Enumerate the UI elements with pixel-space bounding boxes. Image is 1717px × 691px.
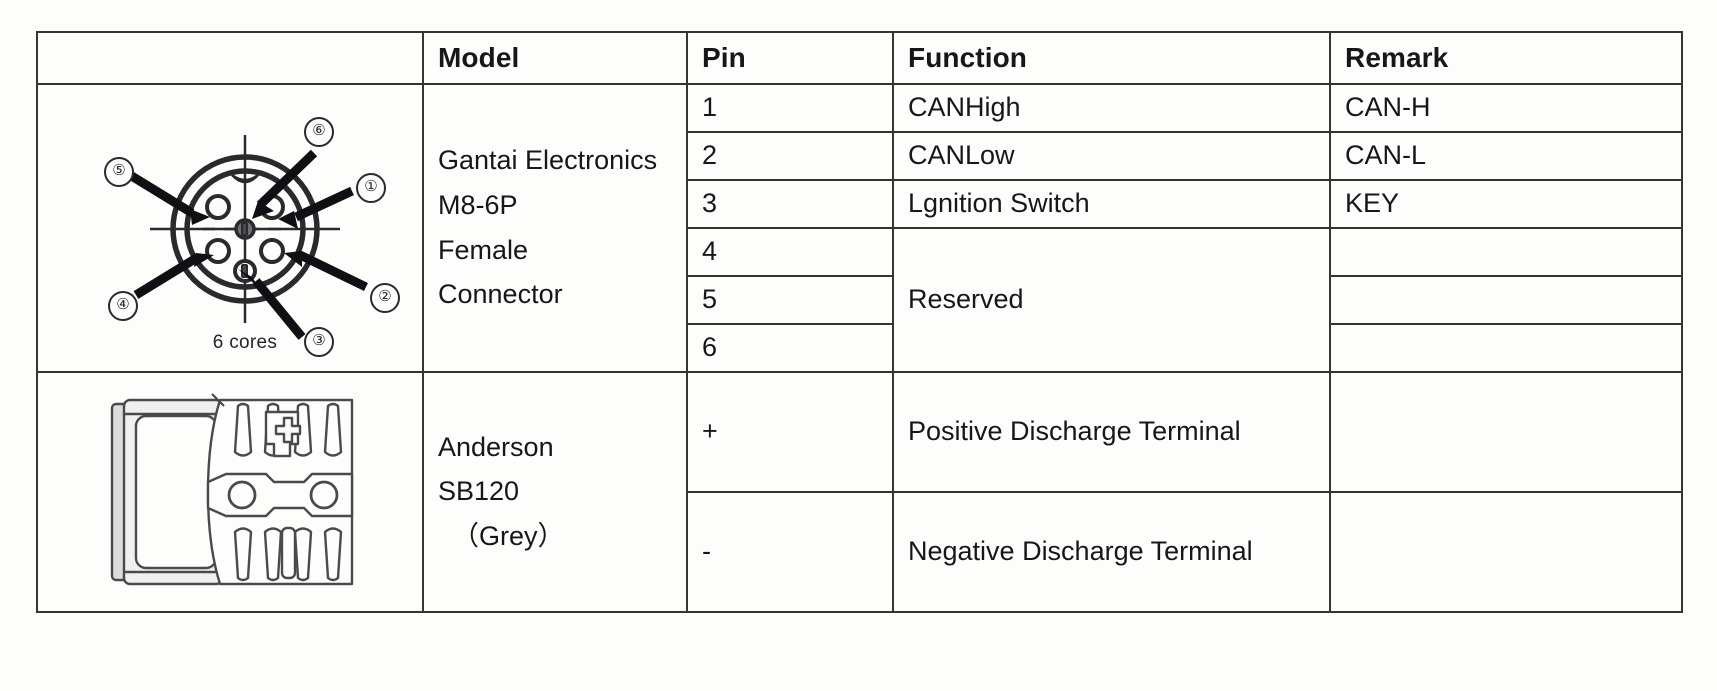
model-line-3: Female	[438, 234, 529, 265]
table-row: 6	[37, 323, 1683, 373]
function-value: Negative Discharge Terminal	[892, 491, 1331, 613]
connector-specification-table: Model Pin Function Remark	[36, 31, 1683, 613]
model-line-1: Gantai Electronics	[438, 145, 658, 176]
remark-value: KEY	[1329, 179, 1683, 229]
model-line-2: M8-6P	[438, 189, 518, 220]
remark-value: CAN-L	[1329, 131, 1683, 181]
pin-hole-5	[205, 194, 231, 220]
table-header-row: Model Pin Function Remark	[36, 31, 1683, 85]
callout-2: ②	[370, 283, 400, 313]
pin-value: 3	[686, 179, 894, 229]
pin-value: 4	[686, 227, 894, 277]
model-line-3: （Grey）	[452, 520, 565, 551]
remark-value: CAN-H	[1329, 83, 1683, 133]
callout-4: ④	[108, 291, 138, 321]
column-header-image	[36, 31, 424, 85]
model-line-4: Connector	[438, 279, 563, 310]
m8-connector-svg	[127, 135, 368, 340]
model-line-1: Anderson	[438, 431, 554, 462]
function-value: CANLow	[892, 131, 1331, 181]
callout-3: ③	[304, 327, 334, 357]
remark-value	[1329, 371, 1683, 493]
model-cell-m8: Gantai Electronics M8-6P Female Connecto…	[422, 83, 688, 373]
remark-value	[1329, 275, 1683, 325]
model-text-block: Gantai Electronics M8-6P Female Connecto…	[438, 143, 672, 313]
remark-value	[1329, 227, 1683, 277]
column-header-remark: Remark	[1329, 31, 1683, 85]
bolt-hole-right	[309, 480, 339, 510]
m8-diagram-caption: 6 cores	[212, 331, 278, 353]
callout-5: ⑤	[104, 157, 134, 187]
column-header-model: Model	[422, 31, 688, 85]
pin-value: 1	[686, 83, 894, 133]
anderson-sb120-svg	[110, 393, 354, 586]
column-header-pin: Pin	[686, 31, 894, 85]
m8-6p-connector-diagram: ⑥ ① ② ③ ④ ⑤ 6 cores	[52, 95, 438, 361]
table-row: 3 Lgnition Switch KEY	[37, 179, 1683, 229]
pin-hole-4	[205, 238, 231, 264]
function-value: Lgnition Switch	[892, 179, 1331, 229]
pin-value: +	[686, 371, 894, 493]
remark-value	[1329, 323, 1683, 373]
function-value-reserved: Reserved	[892, 227, 1331, 373]
table-row: - Negative Discharge Terminal	[37, 491, 1683, 613]
callout-1: ①	[356, 173, 386, 203]
table-row: 4 Reserved	[37, 227, 1683, 373]
anderson-connector-image-cell	[36, 371, 424, 613]
function-value: CANHigh	[892, 83, 1331, 133]
table-row: ⑥ ① ② ③ ④ ⑤ 6 cores Gantai Electronics M…	[36, 83, 1683, 373]
table-row: 2 CANLow CAN-L	[37, 131, 1683, 181]
anderson-sb120-drawing	[52, 386, 438, 598]
pin-value: 6	[686, 323, 894, 373]
m8-connector-image-cell: ⑥ ① ② ③ ④ ⑤ 6 cores	[36, 83, 424, 373]
bolt-hole-left	[227, 480, 257, 510]
pin-value: 2	[686, 131, 894, 181]
pin-hole-2	[259, 238, 285, 264]
model-line-2: SB120	[438, 476, 520, 507]
pin-value: 5	[686, 275, 894, 325]
column-header-function: Function	[892, 31, 1331, 85]
callout-6: ⑥	[304, 117, 334, 147]
model-text-block: Anderson SB120 （Grey）	[438, 430, 672, 555]
function-value: Positive Discharge Terminal	[892, 371, 1331, 493]
table-row: Anderson SB120 （Grey） + Positive Dischar…	[36, 371, 1683, 613]
remark-value	[1329, 491, 1683, 613]
model-cell-anderson: Anderson SB120 （Grey）	[422, 371, 688, 613]
table-row: 5	[37, 275, 1683, 325]
pin-value: -	[686, 491, 894, 613]
